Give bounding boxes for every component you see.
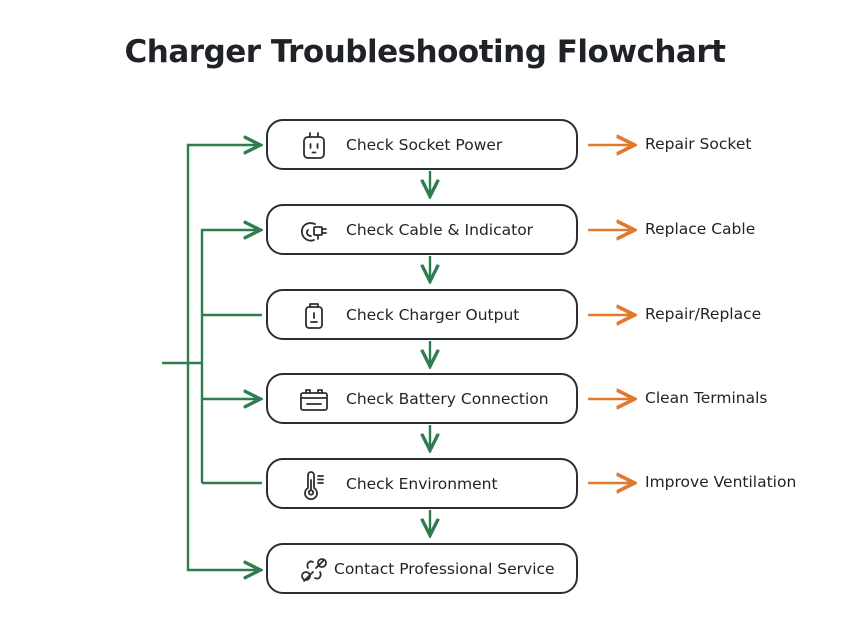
- step-check-environment: Check Environment: [266, 458, 578, 509]
- outcome-repair-replace: Repair/Replace: [645, 305, 762, 323]
- step-contact-professional-service: Contact Professional Service: [266, 543, 578, 594]
- step-check-socket-power: Check Socket Power: [266, 119, 578, 170]
- step-check-battery-connection: Check Battery Connection: [266, 373, 578, 424]
- step-check-cable: Check Cable & Indicator: [266, 204, 578, 255]
- cable-plug-icon: [301, 222, 327, 242]
- step-label: Check Environment: [346, 474, 498, 493]
- power-socket-icon: [303, 132, 325, 159]
- outcome-clean-terminals: Clean Terminals: [645, 389, 768, 407]
- outcome-replace-cable: Replace Cable: [645, 220, 756, 238]
- step-label: Check Socket Power: [346, 135, 503, 154]
- battery-icon: [300, 389, 328, 411]
- step-label: Check Cable & Indicator: [346, 220, 534, 239]
- feedback-line: [186, 145, 258, 363]
- step-label: Contact Professional Service: [334, 559, 555, 578]
- wrench-icon: [301, 558, 327, 582]
- feedback-line: [186, 363, 258, 570]
- step-label: Check Battery Connection: [346, 389, 549, 408]
- feedback-line: [200, 230, 258, 483]
- page-title: Charger Troubleshooting Flowchart: [124, 34, 726, 70]
- outcome-repair-socket: Repair Socket: [645, 135, 752, 153]
- step-label: Check Charger Output: [346, 305, 520, 324]
- thermometer-icon: [304, 471, 324, 501]
- step-check-charger-output: Check Charger Output: [266, 289, 578, 340]
- outcome-improve-ventilation: Improve Ventilation: [645, 473, 797, 491]
- charger-icon: [305, 303, 323, 329]
